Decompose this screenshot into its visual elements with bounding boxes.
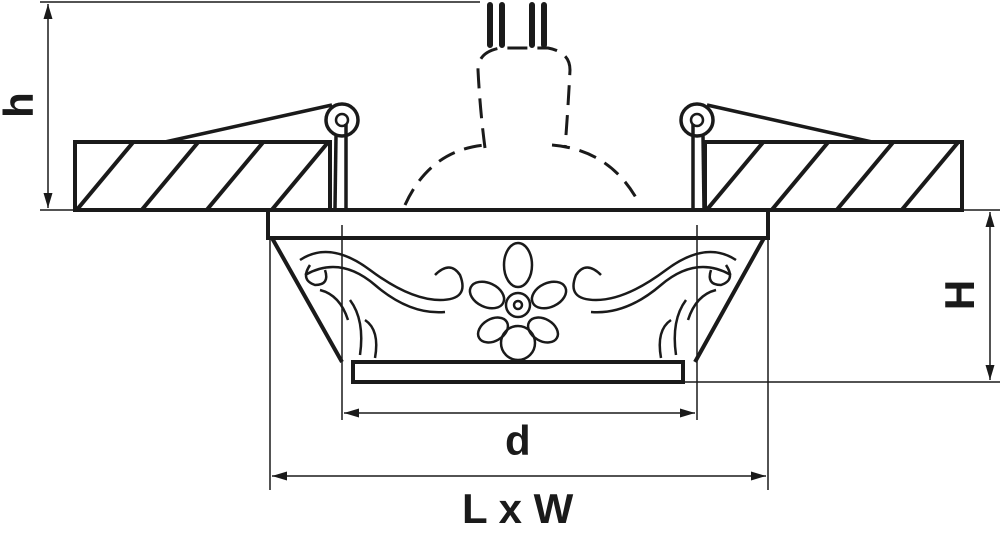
H-label: H (936, 279, 984, 311)
d-dimension (341, 225, 698, 420)
ceiling-right (703, 140, 964, 212)
ceiling-left (73, 140, 332, 212)
H-dimension (683, 209, 1000, 383)
bulb (403, 2, 642, 206)
spring-clip-right (679, 102, 873, 209)
spring-clip-left (164, 102, 360, 209)
lw-dimension (269, 238, 769, 490)
ornament (299, 241, 737, 362)
lw-label: L x W (462, 485, 574, 532)
d-label: d (505, 417, 531, 464)
fixture-body (266, 208, 770, 384)
h-dimension (40, 1, 480, 211)
h-label: h (0, 92, 42, 118)
